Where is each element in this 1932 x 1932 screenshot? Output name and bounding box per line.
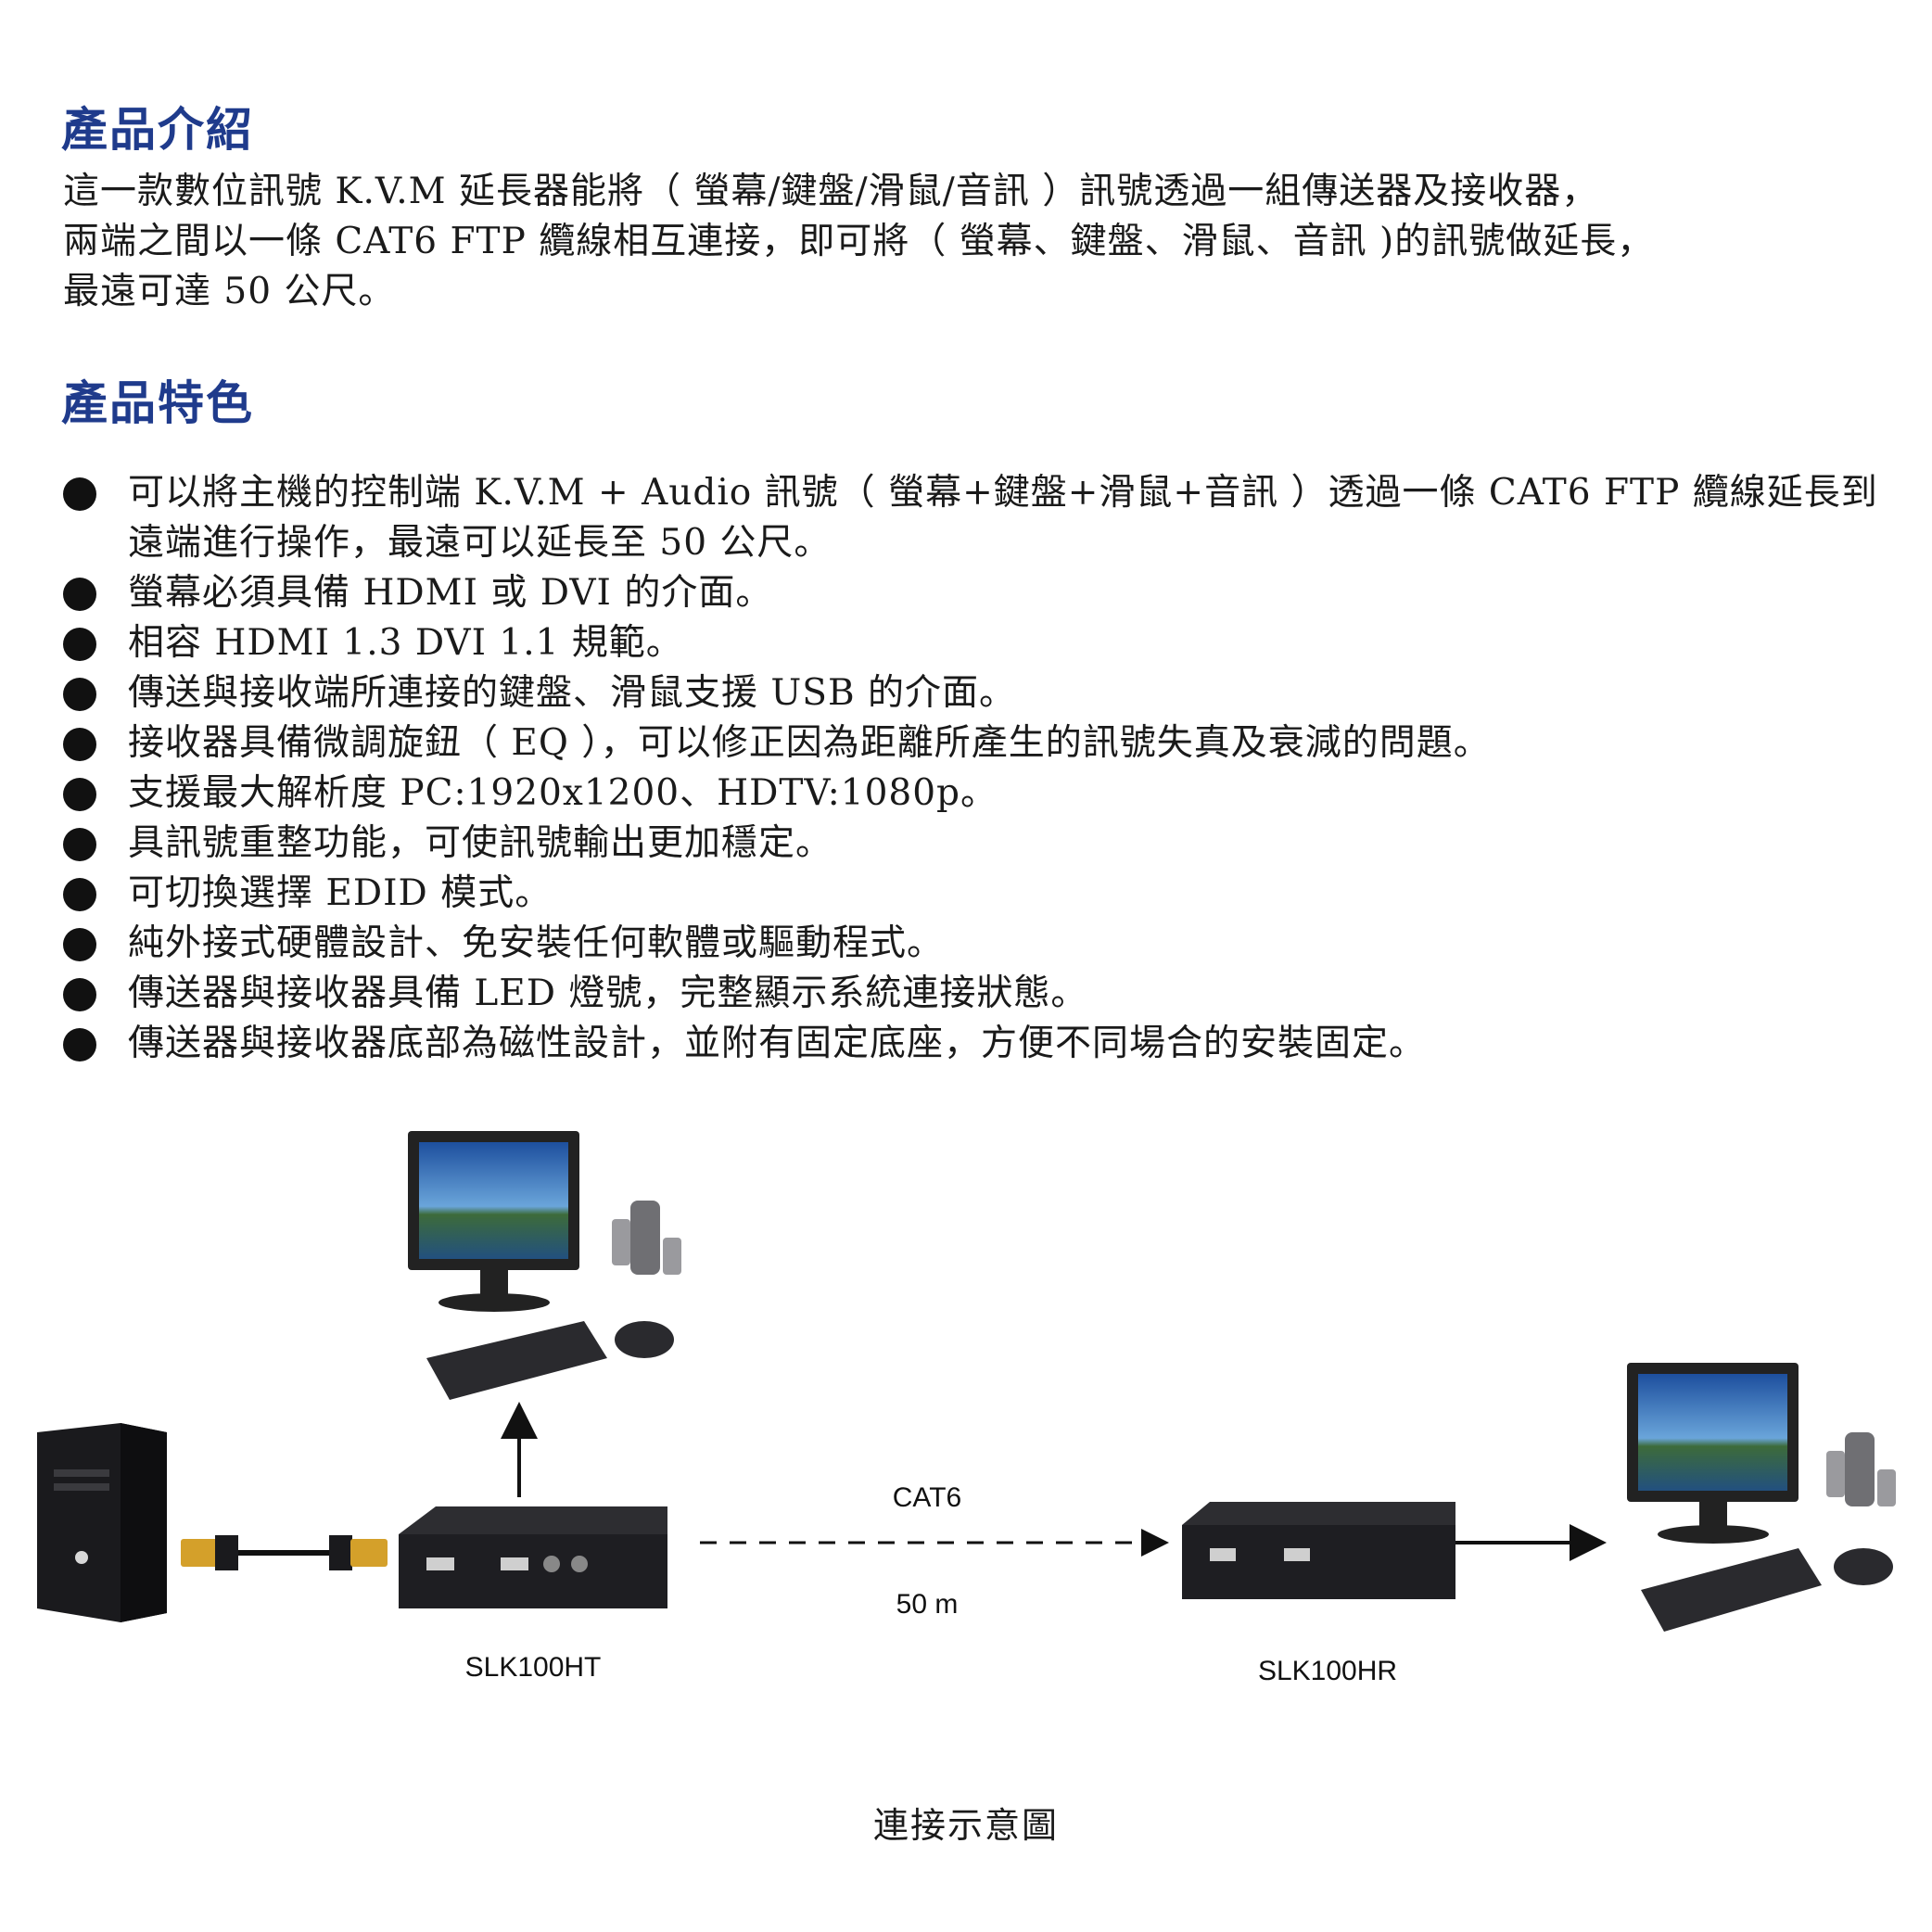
receiver-device-icon — [1182, 1502, 1455, 1599]
hdmi-cable-icon — [181, 1535, 388, 1570]
feature-text: 純外接式硬體設計、免安裝任何軟體或驅動程式。 — [128, 922, 945, 964]
cable-label: CAT6 — [893, 1482, 961, 1513]
bullet-icon — [63, 778, 96, 811]
feature-item: 螢幕必須具備 HDMI 或 DVI 的介面。 — [63, 568, 1899, 618]
feature-text: 傳送器與接收器具備 LED 燈號，完整顯示系統連接狀態。 — [128, 972, 1088, 1014]
bullet-icon — [63, 878, 96, 911]
feature-text: 支援最大解析度 PC:1920x1200、HDTV:1080p。 — [128, 772, 998, 814]
feature-list: 可以將主機的控制端 K.V.M + Audio 訊號（ 螢幕+鍵盤+滑鼠+音訊 … — [63, 468, 1899, 1069]
remote-monitor-icon — [1627, 1363, 1799, 1544]
intro-line: 這一款數位訊號 K.V.M 延長器能將（ 螢幕/鍵盤/滑鼠/音訊 ）訊號透過一組… — [63, 171, 1599, 212]
local-monitor-icon — [408, 1131, 579, 1312]
local-speakers-icon — [612, 1201, 681, 1275]
feature-item: 接收器具備微調旋鈕（ EQ ），可以修正因為距離所產生的訊號失真及衰減的問題。 — [63, 718, 1899, 769]
local-mouse-icon — [615, 1321, 674, 1358]
feature-item: 可切換選擇 EDID 模式。 — [63, 869, 1899, 919]
intro-paragraph: 這一款數位訊號 K.V.M 延長器能將（ 螢幕/鍵盤/滑鼠/音訊 ）訊號透過一組… — [63, 167, 1880, 317]
bullet-icon — [63, 628, 96, 661]
feature-item: 相容 HDMI 1.3 DVI 1.1 規範。 — [63, 618, 1899, 668]
features-heading: 產品特色 — [61, 376, 254, 430]
feature-item: 傳送器與接收器具備 LED 燈號，完整顯示系統連接狀態。 — [63, 969, 1899, 1019]
feature-text: 相容 HDMI 1.3 DVI 1.1 規範。 — [128, 622, 683, 664]
pc-tower-icon — [37, 1423, 167, 1622]
intro-line: 最遠可達 50 公尺。 — [63, 271, 396, 312]
remote-mouse-icon — [1834, 1548, 1893, 1585]
feature-item: 傳送與接收端所連接的鍵盤、滑鼠支援 USB 的介面。 — [63, 668, 1899, 718]
bullet-icon — [63, 1028, 96, 1061]
diagram-caption: 連接示意圖 — [872, 1805, 1059, 1846]
feature-item: 支援最大解析度 PC:1920x1200、HDTV:1080p。 — [63, 769, 1899, 819]
intro-heading: 產品介紹 — [61, 103, 254, 157]
bullet-icon — [63, 728, 96, 761]
feature-item: 可以將主機的控制端 K.V.M + Audio 訊號（ 螢幕+鍵盤+滑鼠+音訊 … — [63, 468, 1899, 568]
feature-text: 傳送與接收端所連接的鍵盤、滑鼠支援 USB 的介面。 — [128, 672, 1017, 714]
feature-item: 傳送器與接收器底部為磁性設計，並附有固定底座，方便不同場合的安裝固定。 — [63, 1019, 1899, 1069]
receiver-label: SLK100HR — [1258, 1656, 1397, 1686]
connection-diagram: CAT6 50 m SLK100HT SLK100HR — [37, 1131, 1896, 1686]
intro-line: 兩端之間以一條 CAT6 FTP 纜線相互連接，即可將（ 螢幕、鍵盤、滑鼠、音訊… — [63, 221, 1655, 262]
feature-text: 接收器具備微調旋鈕（ EQ ），可以修正因為距離所產生的訊號失真及衰減的問題。 — [128, 722, 1491, 764]
local-keyboard-icon — [426, 1321, 607, 1400]
bullet-icon — [63, 678, 96, 711]
feature-item: 純外接式硬體設計、免安裝任何軟體或驅動程式。 — [63, 919, 1899, 969]
feature-text: 可切換選擇 EDID 模式。 — [128, 872, 553, 914]
feature-item: 具訊號重整功能，可使訊號輸出更加穩定。 — [63, 819, 1899, 869]
transmitter-label: SLK100HT — [465, 1652, 602, 1683]
bullet-icon — [63, 477, 96, 511]
bullet-icon — [63, 828, 96, 861]
remote-speakers-icon — [1826, 1432, 1896, 1506]
bullet-icon — [63, 978, 96, 1011]
distance-label: 50 m — [896, 1589, 959, 1620]
bullet-icon — [63, 578, 96, 611]
feature-text: 傳送器與接收器底部為磁性設計，並附有固定底座，方便不同場合的安裝固定。 — [128, 1023, 1427, 1064]
feature-text: 可以將主機的控制端 K.V.M + Audio 訊號（ 螢幕+鍵盤+滑鼠+音訊 … — [128, 472, 1878, 564]
transmitter-device-icon — [399, 1506, 667, 1608]
bullet-icon — [63, 928, 96, 961]
remote-keyboard-icon — [1641, 1548, 1822, 1632]
feature-text: 具訊號重整功能，可使訊號輸出更加穩定。 — [128, 822, 833, 864]
feature-text: 螢幕必須具備 HDMI 或 DVI 的介面。 — [128, 572, 773, 614]
